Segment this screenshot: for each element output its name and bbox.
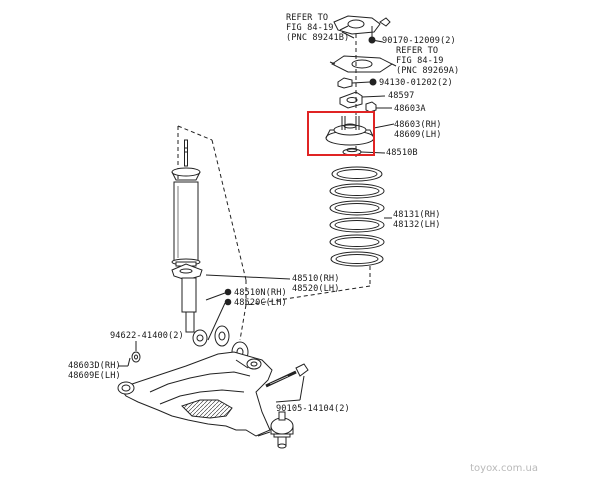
label-48609-lh: 48609(LH): [394, 130, 442, 140]
label-48510: 48510(RH): [292, 274, 340, 284]
label-48520: 48520(LH): [292, 284, 340, 294]
label-48520c: 48520C(LH): [234, 298, 287, 308]
watermark: toyox.com.ua: [470, 463, 538, 474]
ball-joint-icon: [270, 411, 294, 449]
label-48510n: 48510N(RH): [234, 288, 287, 298]
nut-48603a-icon: [365, 101, 377, 113]
label-48510b: 48510B: [386, 148, 418, 158]
label-90105: 90105-14104(2): [276, 404, 350, 414]
coil-spring-icon: [329, 166, 385, 267]
label-94130: 94130-01202(2): [379, 78, 453, 88]
shock-absorber-icon: [171, 139, 208, 347]
label-94622: 94622-41400(2): [110, 331, 184, 341]
nut-94130-icon: [337, 77, 353, 89]
bracket-plate-icon: [331, 55, 393, 73]
label-ref2-line3: (PNC 89269A): [396, 66, 460, 76]
highlight-box: [307, 111, 375, 156]
bolt-90105-icon: [265, 363, 309, 388]
upper-support-icon: [325, 116, 375, 146]
bracket-48597-icon: [339, 91, 363, 109]
label-48603a: 48603A: [394, 104, 426, 114]
label-48603d: 48603D(RH): [68, 361, 121, 371]
label-48603-rh: 48603(RH): [394, 120, 442, 130]
lower-control-arm-icon: [117, 351, 273, 437]
label-48131: 48131(RH): [393, 210, 441, 220]
label-90170: 90170-12009(2): [382, 36, 456, 46]
washer-94622-icon: [131, 351, 141, 363]
label-48132: 48132(LH): [393, 220, 441, 230]
bushing-48603d-icon: [214, 325, 230, 347]
label-ref1-line1: REFER TO: [286, 13, 329, 23]
label-ref1-line3: (PNC 89241B): [286, 33, 350, 43]
label-ref1-line2: FIG 84-19: [286, 23, 334, 33]
label-48597: 48597: [388, 91, 415, 101]
label-ref2-line1: REFER TO: [396, 46, 439, 56]
label-48609e: 48609E(LH): [68, 371, 121, 381]
label-ref2-line2: FIG 84-19: [396, 56, 444, 66]
